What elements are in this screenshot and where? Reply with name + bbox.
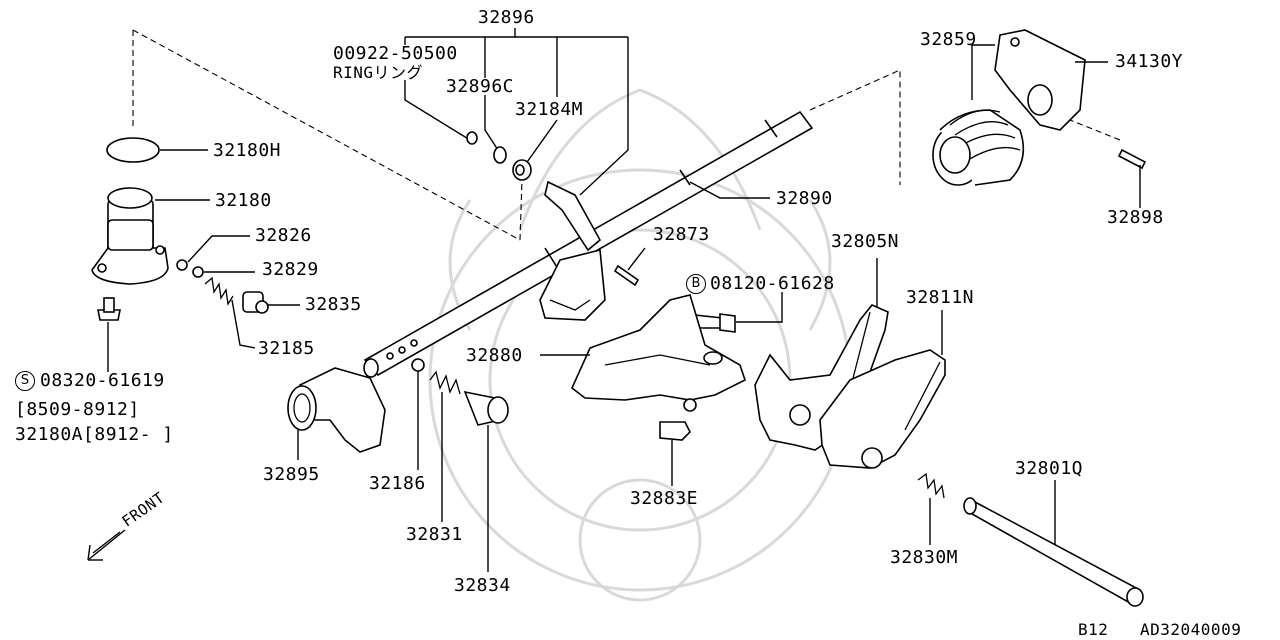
ball-32829	[192, 266, 204, 278]
label-32811n: 32811N	[906, 287, 975, 308]
label-32180h: 32180H	[213, 140, 282, 161]
s-symbol: S	[15, 371, 35, 391]
label-32835: 32835	[305, 294, 362, 315]
ref-line-diagonal	[132, 29, 521, 241]
plug-32835	[242, 291, 269, 314]
label-32829: 32829	[262, 259, 319, 280]
label-range-8509-8912: [8509-8912]	[15, 399, 140, 420]
spring-32831	[429, 370, 461, 395]
ref-line-shaft-end	[809, 69, 901, 185]
label-32805n: 32805N	[831, 231, 900, 252]
boot-32859	[932, 109, 1025, 186]
label-32890: 32890	[776, 188, 833, 209]
rod-32801q	[963, 497, 1144, 607]
spring-32185	[204, 276, 234, 306]
pin-32873	[613, 264, 640, 287]
label-32185: 32185	[258, 338, 315, 359]
ring-00922	[466, 131, 478, 145]
fork-32811n	[819, 349, 946, 469]
label-32831: 32831	[406, 524, 463, 545]
label-32873: 32873	[653, 224, 710, 245]
label-08320-61619: 08320-61619	[40, 370, 165, 391]
ring-32896c	[493, 146, 507, 164]
pin-32898	[1117, 148, 1147, 170]
cap-32180	[91, 187, 169, 285]
label-32896: 32896	[478, 7, 535, 28]
label-34130y: 34130Y	[1115, 51, 1184, 72]
label-32834: 32834	[454, 575, 511, 596]
spring-32830m	[917, 472, 945, 499]
bolt-08320	[97, 297, 121, 321]
label-32186: 32186	[369, 473, 426, 494]
fork-32805n	[754, 304, 889, 451]
sleeve-32834	[463, 390, 509, 426]
label-32180a: 32180A[8912- ]	[15, 424, 174, 445]
label-32859: 32859	[920, 29, 977, 50]
front-arrow-icon	[87, 529, 126, 561]
label-32180: 32180	[215, 190, 272, 211]
label-32895: 32895	[263, 464, 320, 485]
lever-32895	[287, 367, 386, 453]
label-ring: RINGリング	[333, 63, 424, 82]
label-32883e: 32883E	[630, 488, 699, 509]
bracket-32880	[571, 294, 746, 412]
footer-code: B12	[1078, 620, 1109, 639]
ref-line-32184m	[519, 179, 523, 241]
bracket-34130y	[994, 29, 1086, 131]
label-32801q: 32801Q	[1015, 458, 1084, 479]
label-08120-61628: 08120-61628	[710, 273, 835, 294]
label-00922-50500: 00922-50500	[333, 43, 458, 64]
bushing-32184m	[512, 159, 532, 181]
b-symbol: B	[686, 274, 706, 294]
lever-arm	[539, 180, 606, 321]
label-32898: 32898	[1107, 207, 1164, 228]
footer-id: AD32040009	[1140, 620, 1242, 639]
label-32830m: 32830M	[890, 547, 959, 568]
label-32896c: 32896C	[446, 76, 515, 97]
label-32184m: 32184M	[515, 99, 584, 120]
label-32880: 32880	[466, 345, 523, 366]
ball-32826	[176, 259, 188, 271]
label-32826: 32826	[255, 225, 312, 246]
ball-32186	[411, 358, 425, 372]
bolt-08120	[694, 313, 736, 333]
ring-32180h	[106, 137, 160, 163]
block-32883e	[659, 421, 691, 441]
